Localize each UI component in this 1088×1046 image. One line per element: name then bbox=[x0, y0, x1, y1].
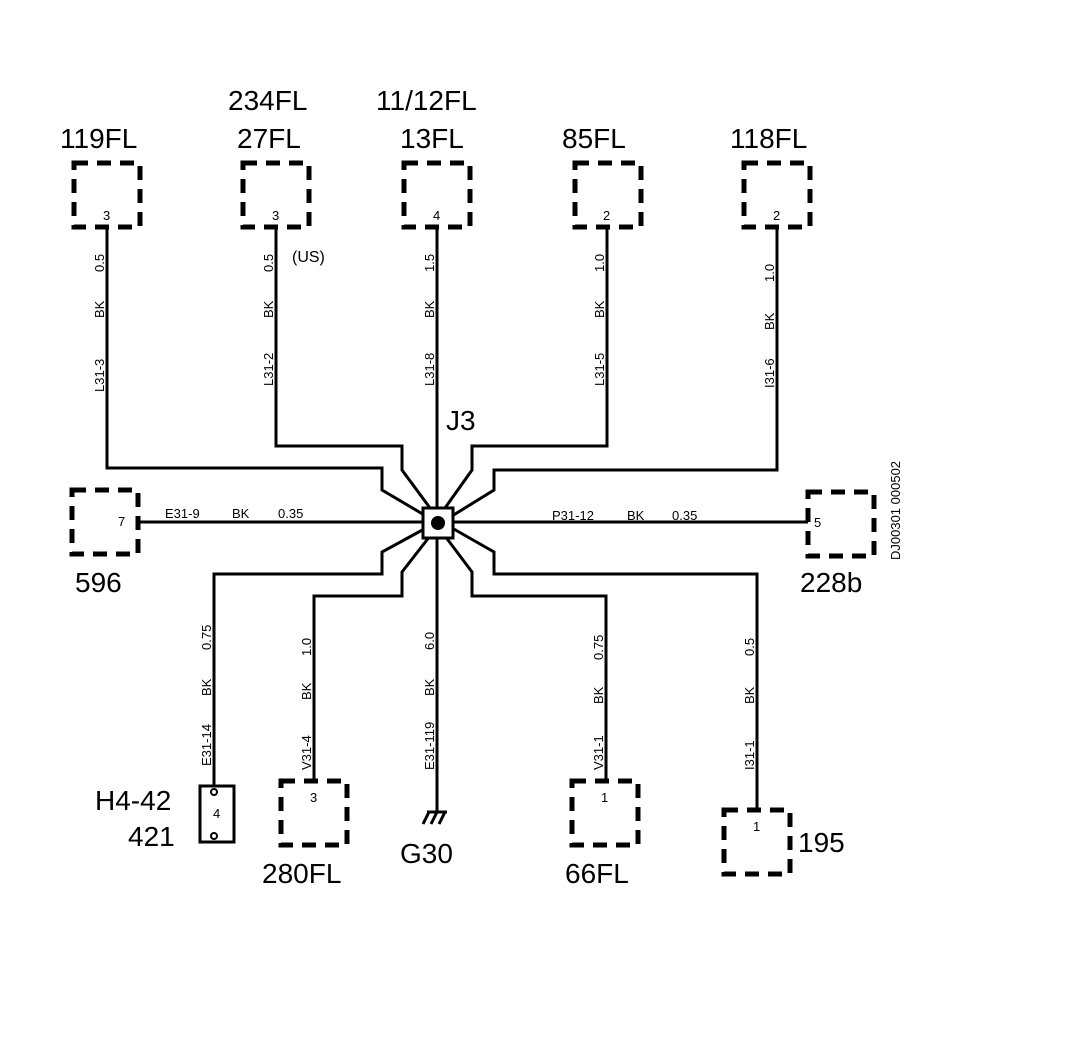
wire-gauge: 1.0 bbox=[592, 254, 607, 272]
connector-66fl: 1 66FL bbox=[565, 778, 641, 889]
wire-id: P31-12 bbox=[552, 508, 594, 523]
wire-color: BK bbox=[261, 300, 276, 318]
wire-27fl bbox=[274, 222, 432, 509]
pin-number: 2 bbox=[773, 208, 780, 223]
connector-label: 421 bbox=[128, 821, 175, 852]
ground-label: G30 bbox=[400, 838, 453, 869]
wire-color: BK bbox=[422, 300, 437, 318]
connector-228b: 5 228b bbox=[800, 489, 877, 598]
connector-label: 195 bbox=[798, 827, 845, 858]
connector-280fl: 3 280FL bbox=[262, 778, 350, 889]
wire-85fl bbox=[443, 222, 609, 509]
wire-h4-42 bbox=[212, 526, 427, 792]
document-id: DJ00301 000502 bbox=[888, 461, 903, 560]
connector-label: 119FL bbox=[60, 123, 137, 154]
ground-g30: G30 bbox=[400, 810, 453, 869]
wire-gauge: 0.75 bbox=[199, 625, 214, 650]
wire-color: BK bbox=[762, 312, 777, 330]
market-note: (US) bbox=[292, 249, 325, 266]
wire-gauge: 1.0 bbox=[762, 264, 777, 282]
connector-119fl: 3 119FL bbox=[60, 123, 143, 230]
connector-label: 85FL bbox=[562, 123, 626, 154]
pin-number: 2 bbox=[603, 208, 610, 223]
wire-id: L31-2 bbox=[261, 353, 276, 386]
wire-color: BK bbox=[422, 678, 437, 696]
wire-id: L31-8 bbox=[422, 353, 437, 386]
connector-label: 280FL bbox=[262, 858, 341, 889]
wire-id: I31-1 bbox=[742, 740, 757, 770]
pin-number: 1 bbox=[753, 819, 760, 834]
wire-id: E31-119 bbox=[422, 722, 437, 770]
connector-118fl: 2 118FL bbox=[730, 123, 813, 230]
wire-color: BK bbox=[627, 508, 645, 523]
wire-color: BK bbox=[591, 686, 606, 704]
wire-color: BK bbox=[592, 300, 607, 318]
connector-label: 118FL bbox=[730, 123, 807, 154]
connector-27fl: 3 234FL 27FL (US) bbox=[228, 85, 325, 266]
wire-id: V31-1 bbox=[591, 735, 606, 770]
connector-label: 27FL bbox=[237, 123, 301, 154]
wire-gauge: 0.5 bbox=[261, 254, 276, 272]
connector-label: 13FL bbox=[400, 123, 464, 154]
wire-id: E31-9 bbox=[165, 506, 200, 521]
connector-195: 1 195 bbox=[721, 807, 845, 877]
wire-118fl bbox=[451, 222, 779, 518]
wire-color: BK bbox=[742, 686, 757, 704]
pin-number: 5 bbox=[814, 515, 821, 530]
wire-gauge: 0.35 bbox=[278, 506, 303, 521]
wire-id: L31-3 bbox=[92, 359, 107, 392]
wire-color: BK bbox=[299, 682, 314, 700]
pin-number: 3 bbox=[310, 790, 317, 805]
wire-id: I31-6 bbox=[762, 358, 777, 388]
wire-gauge: 0.5 bbox=[742, 638, 757, 656]
wire-id: E31-14 bbox=[199, 724, 214, 766]
wire-gauge: 0.75 bbox=[591, 635, 606, 660]
splice-label: J3 bbox=[446, 405, 476, 436]
pin-number: 4 bbox=[213, 806, 220, 821]
connector-h4-42: 4 H4-42 421 bbox=[95, 784, 236, 852]
wire-id: V31-4 bbox=[299, 735, 314, 770]
wire-195 bbox=[451, 526, 759, 812]
wire-gauge: 1.5 bbox=[422, 254, 437, 272]
connector-label: 66FL bbox=[565, 858, 629, 889]
wire-280fl bbox=[312, 535, 432, 783]
wire-id: L31-5 bbox=[592, 353, 607, 386]
wire-gauge: 1.0 bbox=[299, 638, 314, 656]
horizontal-wire-labels: E31-9 BK 0.35 P31-12 BK 0.35 bbox=[165, 506, 697, 523]
wire-gauge: 0.5 bbox=[92, 254, 107, 272]
wire-gauge: 0.35 bbox=[672, 508, 697, 523]
splice-j3: J3 bbox=[421, 405, 476, 540]
connector-13fl: 4 11/12FL 13FL bbox=[376, 85, 477, 230]
pin-number: 3 bbox=[103, 208, 110, 223]
connector-label: 228b bbox=[800, 567, 862, 598]
connector-85fl: 2 85FL bbox=[562, 123, 644, 230]
pin-number: 4 bbox=[433, 208, 440, 223]
wire-gauge: 6.0 bbox=[422, 632, 437, 650]
pin-number: 7 bbox=[118, 514, 125, 529]
wire-66fl bbox=[443, 535, 608, 783]
wire-color: BK bbox=[92, 300, 107, 318]
wire-color: BK bbox=[232, 506, 250, 521]
connector-label-top: H4-42 bbox=[95, 785, 171, 816]
wire-color: BK bbox=[199, 678, 214, 696]
wires bbox=[105, 222, 812, 812]
connector-label: 596 bbox=[75, 567, 122, 598]
wire-119fl bbox=[105, 222, 427, 518]
connector-label-top: 234FL bbox=[228, 85, 307, 116]
wire-labels: L31-3 BK 0.5 L31-2 BK 0.5 L31-8 BK 1.5 L… bbox=[92, 254, 777, 770]
pin-number: 3 bbox=[272, 208, 279, 223]
pin-number: 1 bbox=[601, 790, 608, 805]
connector-label-top: 11/12FL bbox=[376, 85, 477, 116]
connector-596: 7 596 bbox=[69, 487, 141, 598]
